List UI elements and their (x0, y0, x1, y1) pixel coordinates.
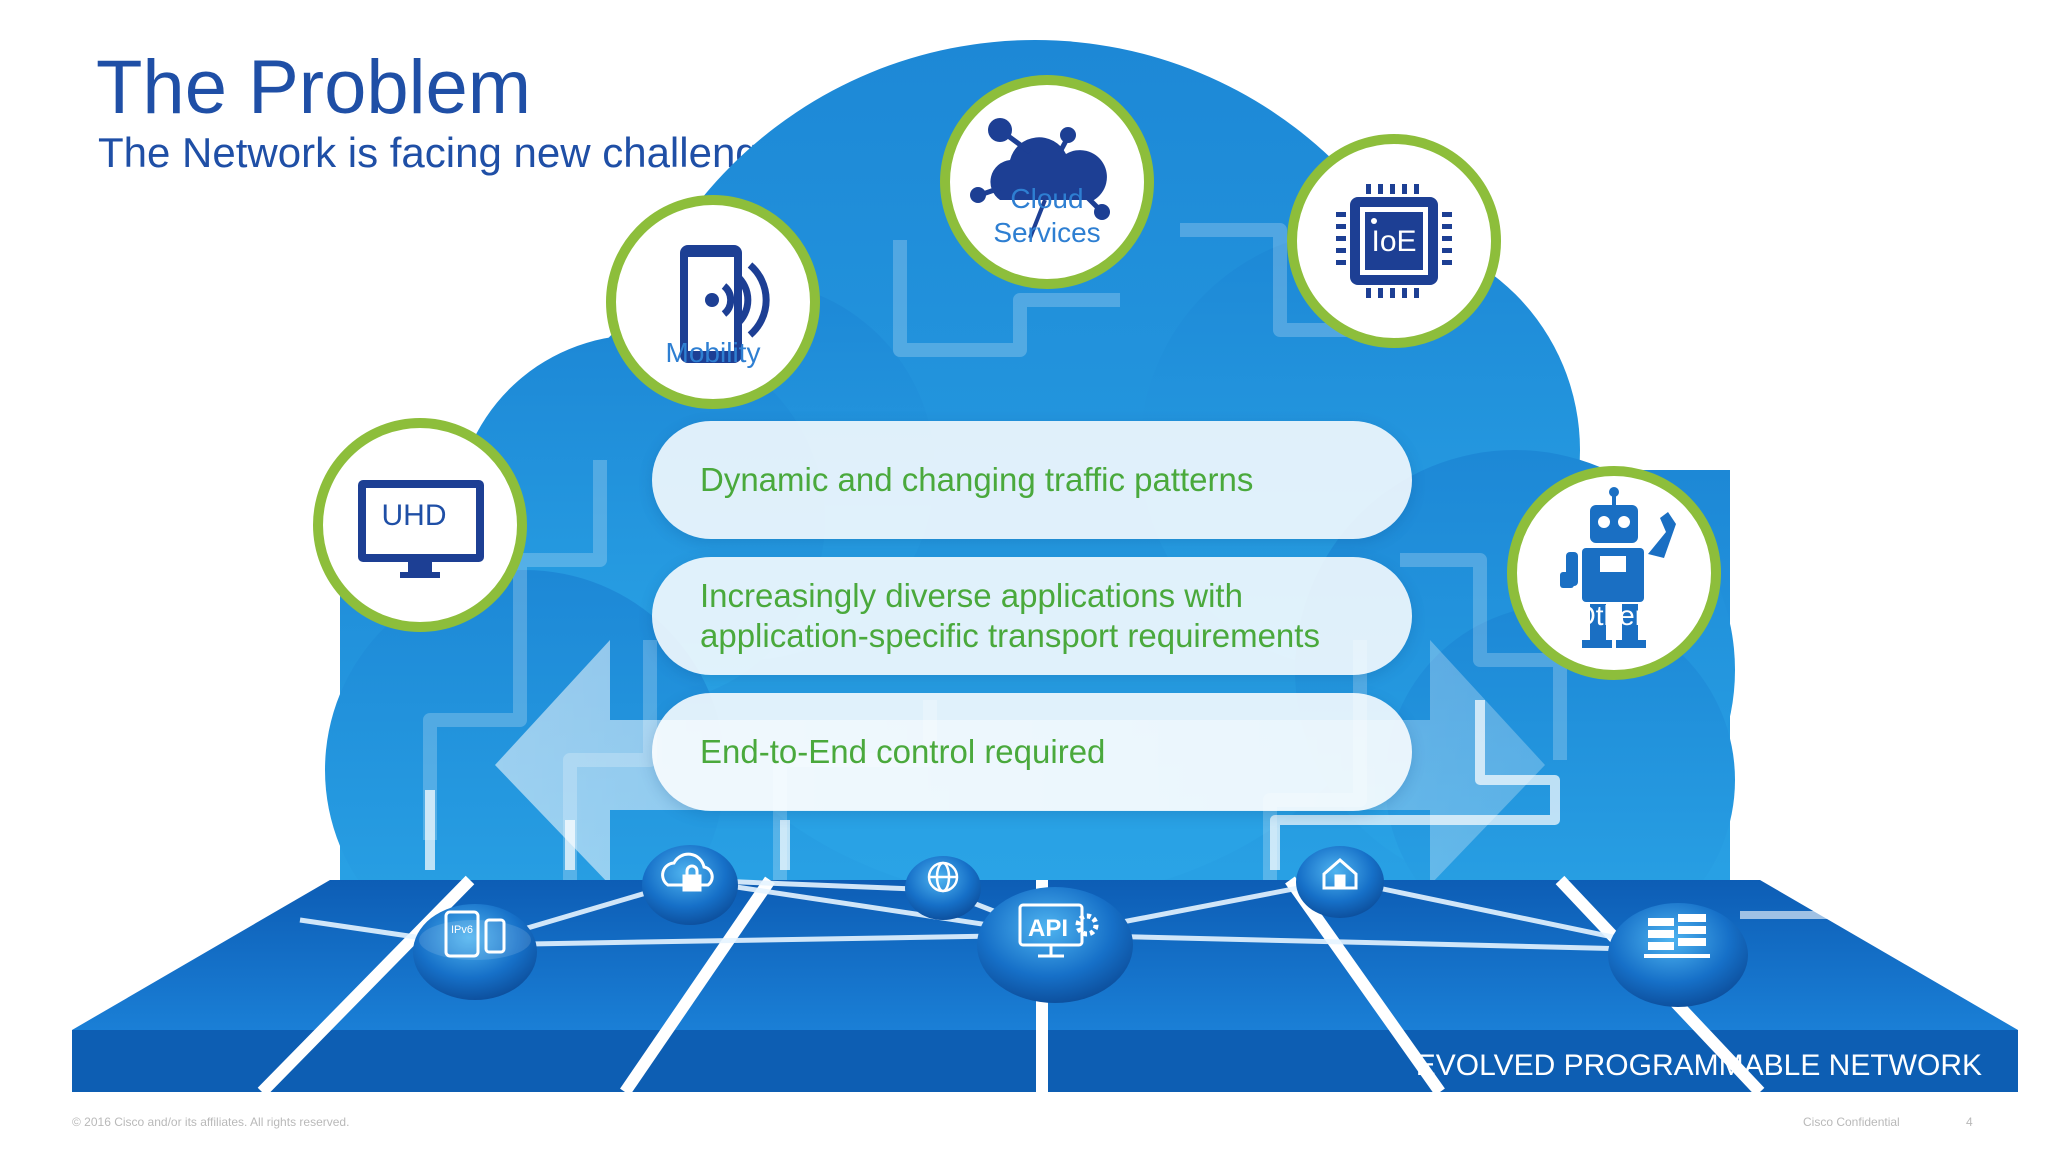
smartphone-wireless-icon (680, 245, 770, 363)
services-label: Services (993, 217, 1100, 248)
footer-confidential: Cisco Confidential (1803, 1115, 1900, 1129)
network-label: EVOLVED PROGRAMMABLE NETWORK (1416, 1049, 1982, 1082)
mobility-label: Mobility (666, 337, 761, 368)
uhd-label: UHD (382, 499, 447, 532)
globe-icon (927, 861, 959, 893)
house-icon (1322, 858, 1358, 890)
api-gear-icon: API (1018, 903, 1099, 958)
challenge-end-to-end-control: End-to-End control required (652, 693, 1412, 811)
other-label: Other (1574, 600, 1644, 631)
robot-icon (1560, 487, 1676, 648)
uhd-icon-circle: UHD (313, 418, 527, 632)
node-globe (905, 856, 981, 920)
cloud-label: Cloud (1010, 183, 1083, 214)
node-servers (1608, 903, 1748, 1007)
node-house (1296, 846, 1384, 918)
challenge-text: End-to-End control required (700, 732, 1106, 770)
node-ipv6-devices: IPv6 (413, 904, 537, 1000)
page-title: The Problem (96, 45, 532, 130)
server-rack-icon (1644, 914, 1710, 958)
devices-icon: IPv6 (444, 910, 506, 958)
cloud-services-icon-circle: Cloud Services (940, 75, 1154, 289)
cloud-lock-icon (661, 852, 714, 892)
chip-icon (1336, 184, 1452, 298)
footer-copyright: © 2016 Cisco and/or its affiliates. All … (72, 1115, 350, 1129)
page-number: 4 (1966, 1115, 1973, 1129)
challenge-text: Increasingly diverse applications with a… (700, 576, 1320, 654)
mobility-icon-circle: Mobility (606, 195, 820, 409)
ipv6-label: IPv6 (451, 924, 473, 936)
page-subtitle: The Network is facing new challenges (98, 129, 804, 176)
monitor-icon (358, 480, 484, 578)
node-api: API (977, 887, 1133, 1003)
other-icon-circle: Other (1507, 466, 1721, 680)
challenge-traffic-patterns: Dynamic and changing traffic patterns (652, 421, 1412, 539)
ioe-label: IoE (1371, 225, 1416, 258)
challenge-text: Dynamic and changing traffic patterns (700, 460, 1254, 498)
api-label: API (1028, 915, 1068, 942)
node-cloud-lock (642, 845, 738, 925)
cloud-network-icon (970, 118, 1110, 239)
challenge-diverse-applications: Increasingly diverse applications with a… (652, 557, 1412, 675)
ioe-icon-circle: IoE (1287, 134, 1501, 348)
